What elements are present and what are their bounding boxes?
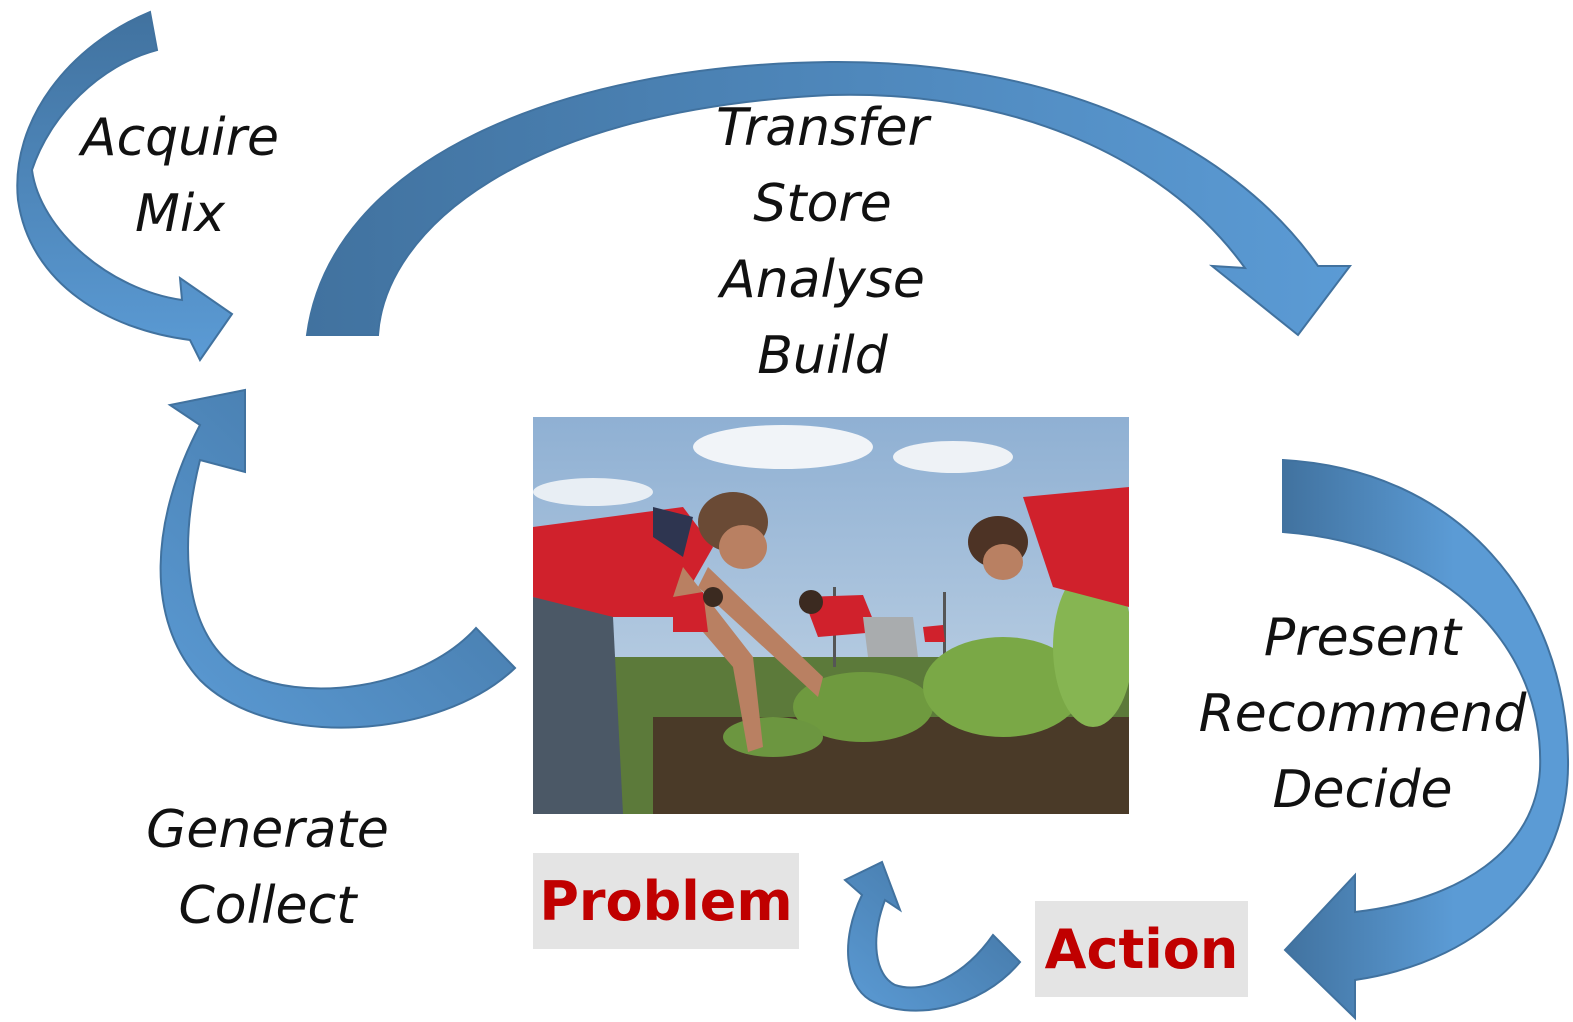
students-planting-vegetables-photo: [533, 417, 1129, 814]
label-line: Acquire: [81, 108, 279, 168]
label-line: Analyse: [720, 250, 925, 310]
label-line: Transfer: [716, 98, 929, 158]
label-line: Decide: [1272, 760, 1453, 820]
label-line: Present: [1263, 608, 1462, 668]
curved-arrow-acquire: [16, 10, 234, 362]
label-line: Collect: [178, 876, 357, 936]
problem-tag: Problem: [533, 853, 799, 949]
label-present-decide: Present Recommend Decide: [1190, 600, 1535, 828]
label-line: Build: [757, 326, 888, 386]
label-acquire-mix: Acquire Mix: [70, 100, 290, 252]
label-line: Mix: [134, 184, 226, 244]
label-transfer-build: Transfer Store Analyse Build: [690, 90, 955, 394]
label-line: Recommend: [1198, 684, 1527, 744]
curved-arrow-present: [1282, 458, 1570, 1021]
curved-arrow-transfer: [305, 60, 1353, 337]
label-line: Store: [753, 174, 892, 234]
label-generate-collect: Generate Collect: [130, 792, 405, 944]
curved-arrow-action: [843, 860, 1022, 1012]
curved-arrow-generate: [159, 388, 517, 729]
action-tag: Action: [1035, 901, 1248, 997]
label-line: Generate: [146, 800, 389, 860]
